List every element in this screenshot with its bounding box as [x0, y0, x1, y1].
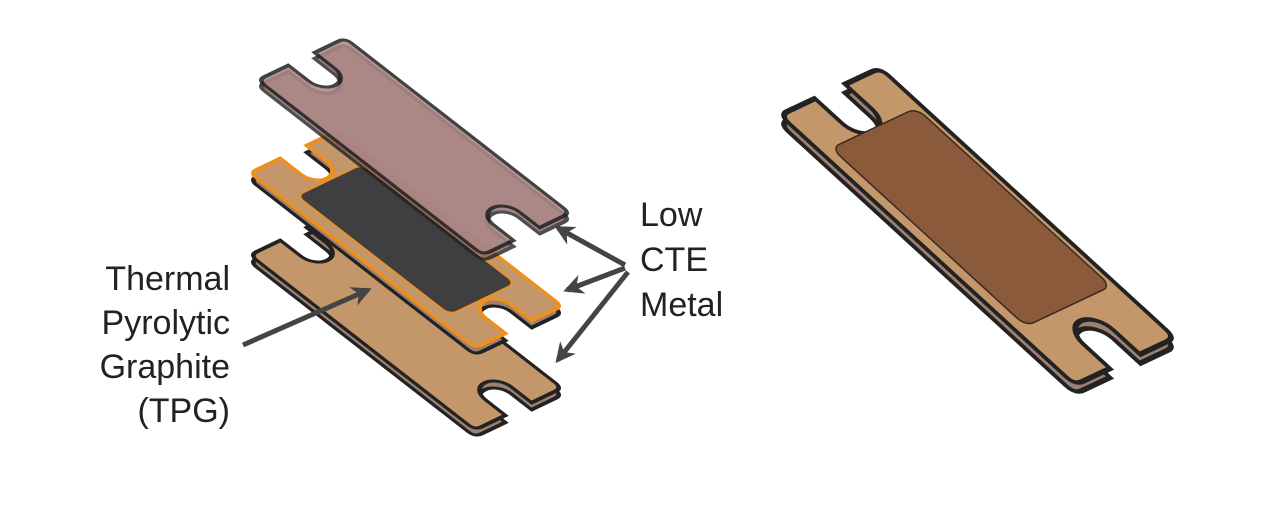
metal-arrow-top	[554, 225, 627, 268]
metal-label: Low CTE Metal	[640, 196, 723, 324]
label-line: Metal	[640, 286, 723, 324]
label-line: Thermal	[105, 260, 230, 298]
label-line: CTE	[640, 241, 708, 279]
metal-arrow-middle	[563, 265, 626, 294]
label-line: Pyrolytic	[102, 304, 230, 342]
label-line: Low	[640, 196, 703, 234]
metal-arrow-bottom	[555, 270, 630, 364]
label-line: Graphite	[100, 348, 230, 386]
tpg-label: Thermal Pyrolytic Graphite (TPG)	[100, 260, 230, 430]
tpg-arrow	[241, 287, 372, 348]
assembled-plate	[780, 68, 1175, 394]
label-line: (TPG)	[137, 392, 230, 430]
embedded-graphite-pad	[831, 108, 1111, 326]
